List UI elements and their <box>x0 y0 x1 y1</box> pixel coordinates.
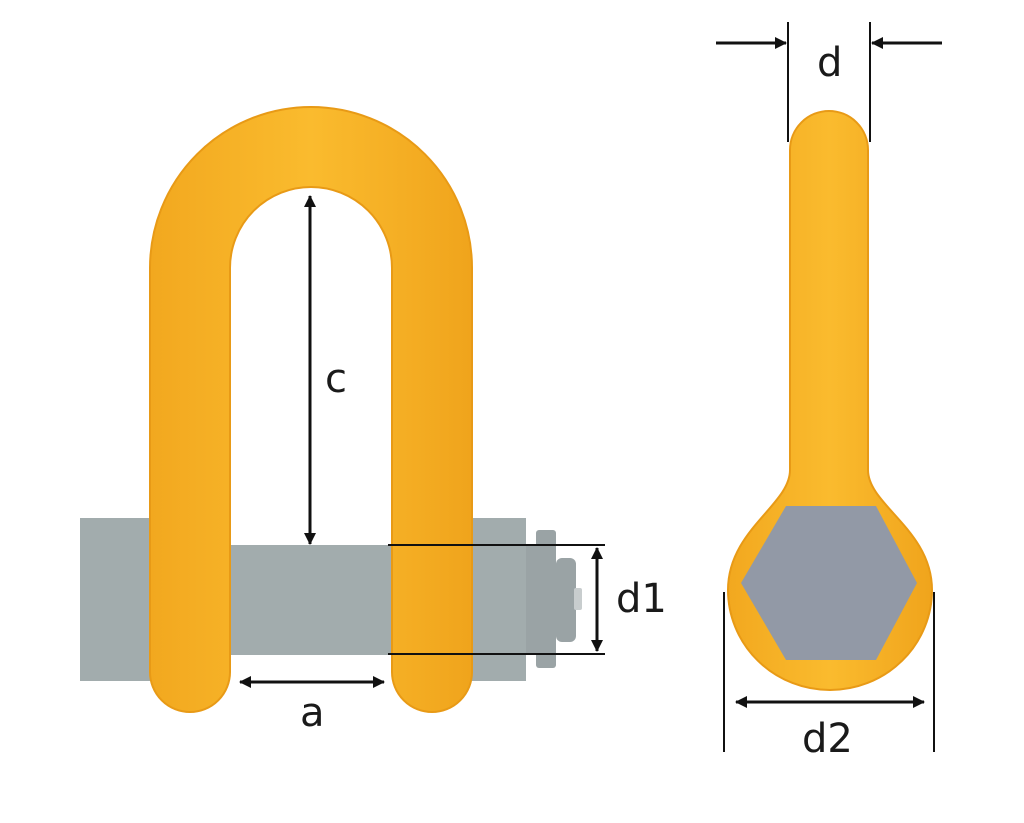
pin-nut <box>526 545 556 655</box>
hex-nut-head <box>741 506 917 660</box>
pin-right-collar <box>472 518 526 681</box>
dimension-c-label: c <box>325 356 347 402</box>
side-view: d d2 <box>716 22 942 762</box>
shackle-body <box>149 106 473 713</box>
pin-tip <box>556 558 576 642</box>
front-view: c a d1 <box>80 106 667 736</box>
dimension-d2-label: d2 <box>802 716 853 762</box>
pin-nut-tab-bottom <box>536 648 556 668</box>
dimension-a-label: a <box>300 690 325 736</box>
dimension-d-label: d <box>817 40 842 86</box>
dimension-d1-label: d1 <box>616 576 667 622</box>
pin-nut-tab-top <box>536 530 556 550</box>
pin-split-pin <box>574 588 582 610</box>
pin-left-end <box>80 518 162 681</box>
